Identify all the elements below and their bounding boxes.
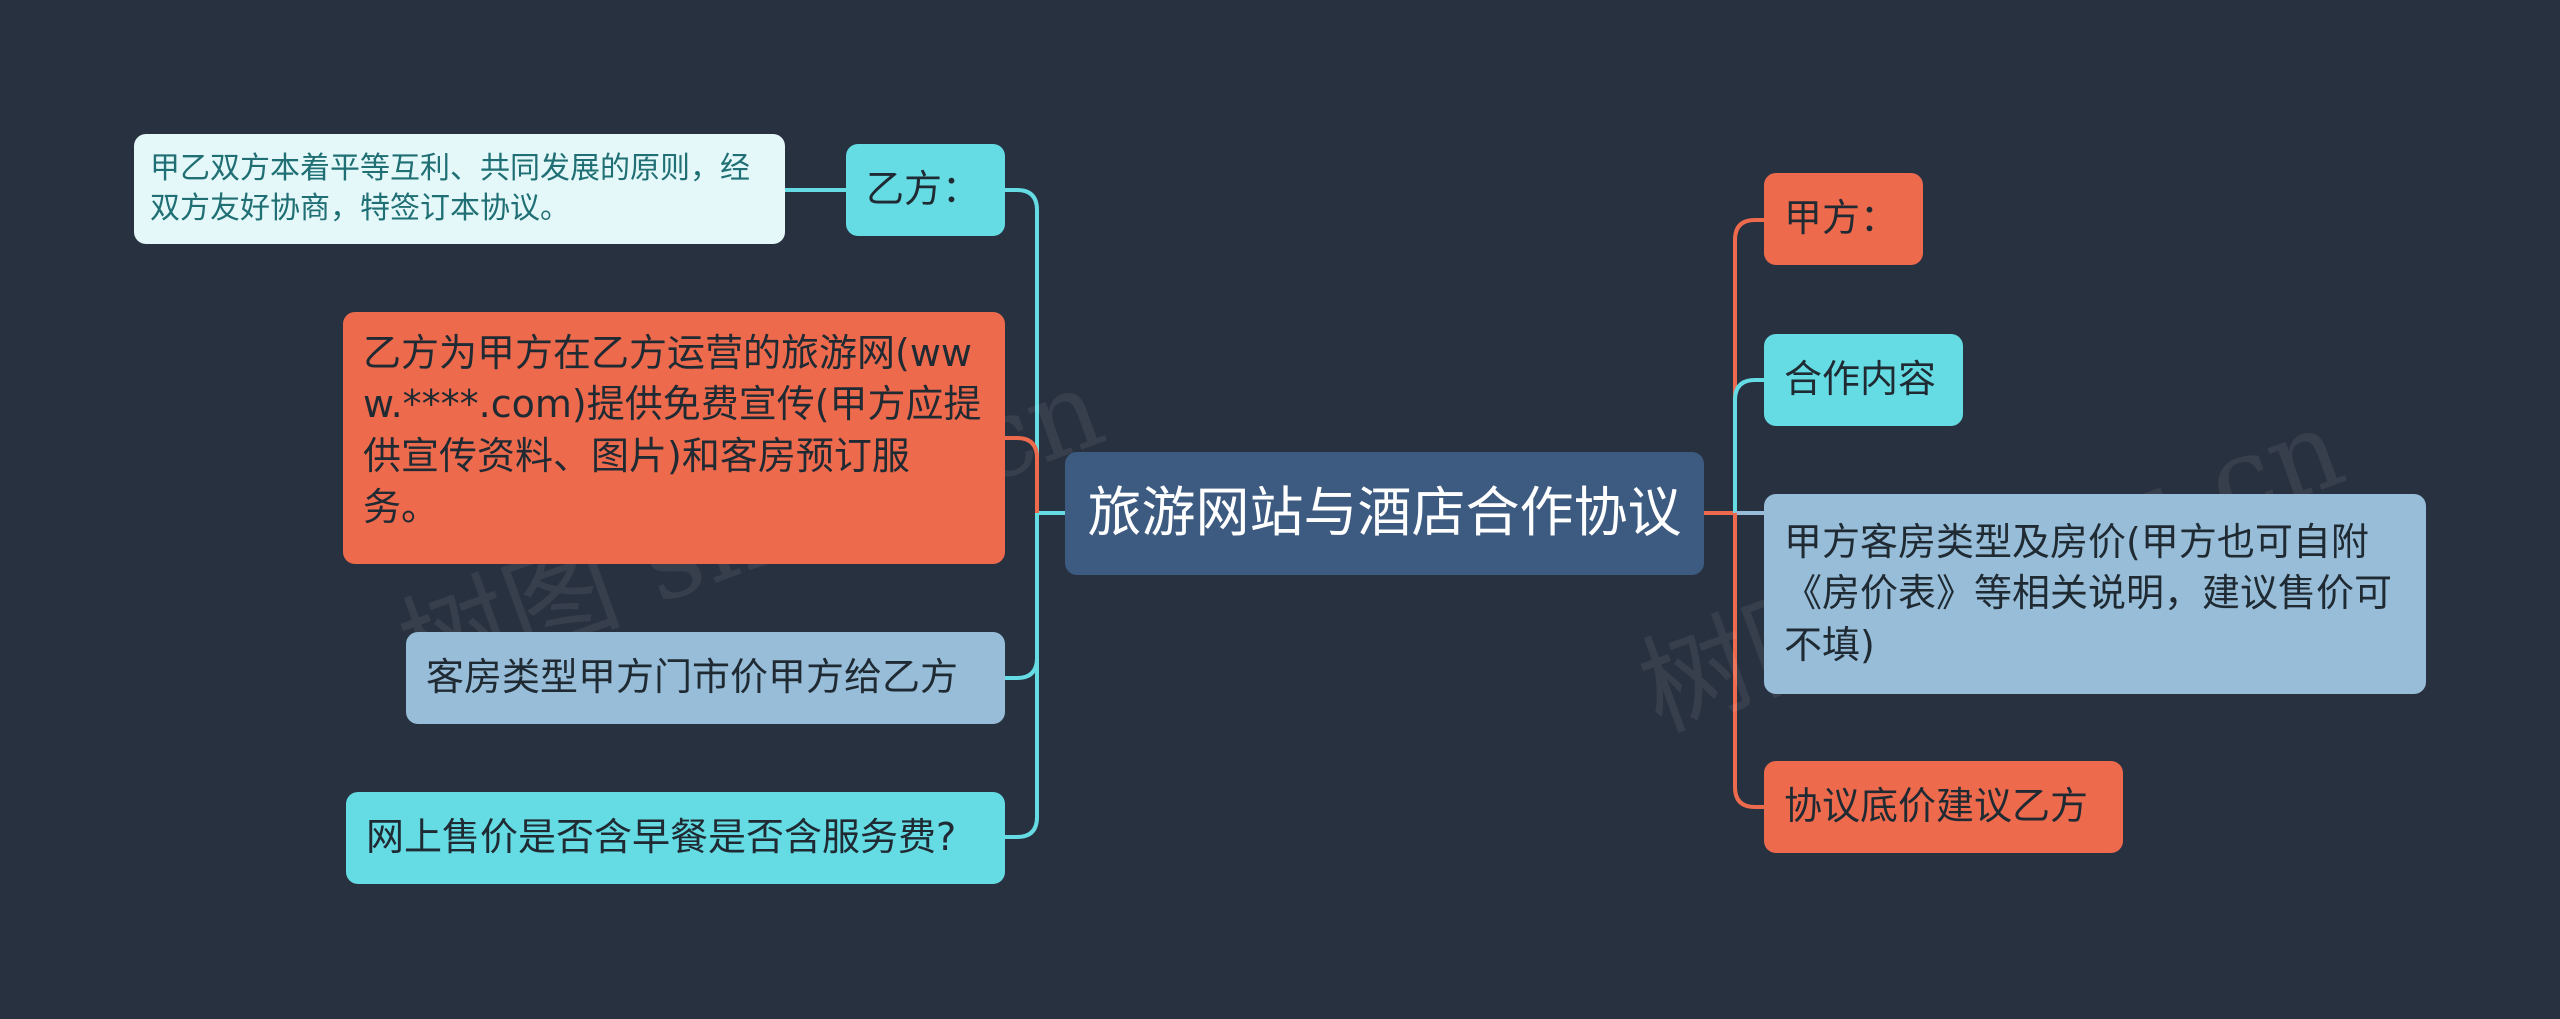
left-node-party-b-detail[interactable]: 甲乙双方本着平等互利、共同发展的原则，经双方友好协商，特签订本协议。	[134, 134, 785, 244]
connector-left-4	[1005, 513, 1039, 839]
left-node-party-b-detail-label: 甲乙双方本着平等互利、共同发展的原则，经双方友好协商，特签订本协议。	[150, 150, 750, 227]
left-node-party-b-label: 乙方：	[866, 167, 981, 212]
connector-right-4	[1733, 513, 1764, 809]
left-node-service-description[interactable]: 乙方为甲方在乙方运营的旅游网(www.****.com)提供免费宣传(甲方应提供…	[343, 312, 1005, 564]
connector-right-1	[1733, 218, 1764, 513]
connector-right-2	[1733, 378, 1764, 513]
right-node-party-a-label: 甲方：	[1784, 196, 1899, 241]
left-node-room-type-price[interactable]: 客房类型甲方门市价甲方给乙方	[406, 632, 1005, 724]
right-node-cooperation-content-label: 合作内容	[1784, 357, 1937, 402]
right-node-agreement-base-price-label: 协议底价建议乙方	[1784, 784, 2089, 829]
central-topic-label: 旅游网站与酒店合作协议	[1087, 481, 1682, 545]
right-node-party-a[interactable]: 甲方：	[1764, 173, 1923, 265]
right-node-room-pricing-label: 甲方客房类型及房价(甲方也可自附《房价表》等相关说明，建议售价可不填)	[1784, 520, 2393, 667]
connector-left-1	[1005, 188, 1039, 513]
connector-left-3	[1005, 513, 1039, 680]
left-node-party-b[interactable]: 乙方：	[846, 144, 1005, 236]
connector-left-2	[1005, 436, 1039, 513]
central-topic[interactable]: 旅游网站与酒店合作协议	[1065, 452, 1704, 575]
left-node-room-type-price-label: 客房类型甲方门市价甲方给乙方	[426, 655, 959, 700]
right-node-room-pricing[interactable]: 甲方客房类型及房价(甲方也可自附《房价表》等相关说明，建议售价可不填)	[1764, 494, 2426, 694]
right-node-cooperation-content[interactable]: 合作内容	[1764, 334, 1963, 426]
left-node-online-price[interactable]: 网上售价是否含早餐是否含服务费?	[346, 792, 1005, 884]
right-node-agreement-base-price[interactable]: 协议底价建议乙方	[1764, 761, 2123, 853]
left-node-service-description-label: 乙方为甲方在乙方运营的旅游网(www.****.com)提供免费宣传(甲方应提供…	[363, 331, 982, 529]
left-node-online-price-label: 网上售价是否含早餐是否含服务费?	[366, 815, 957, 860]
